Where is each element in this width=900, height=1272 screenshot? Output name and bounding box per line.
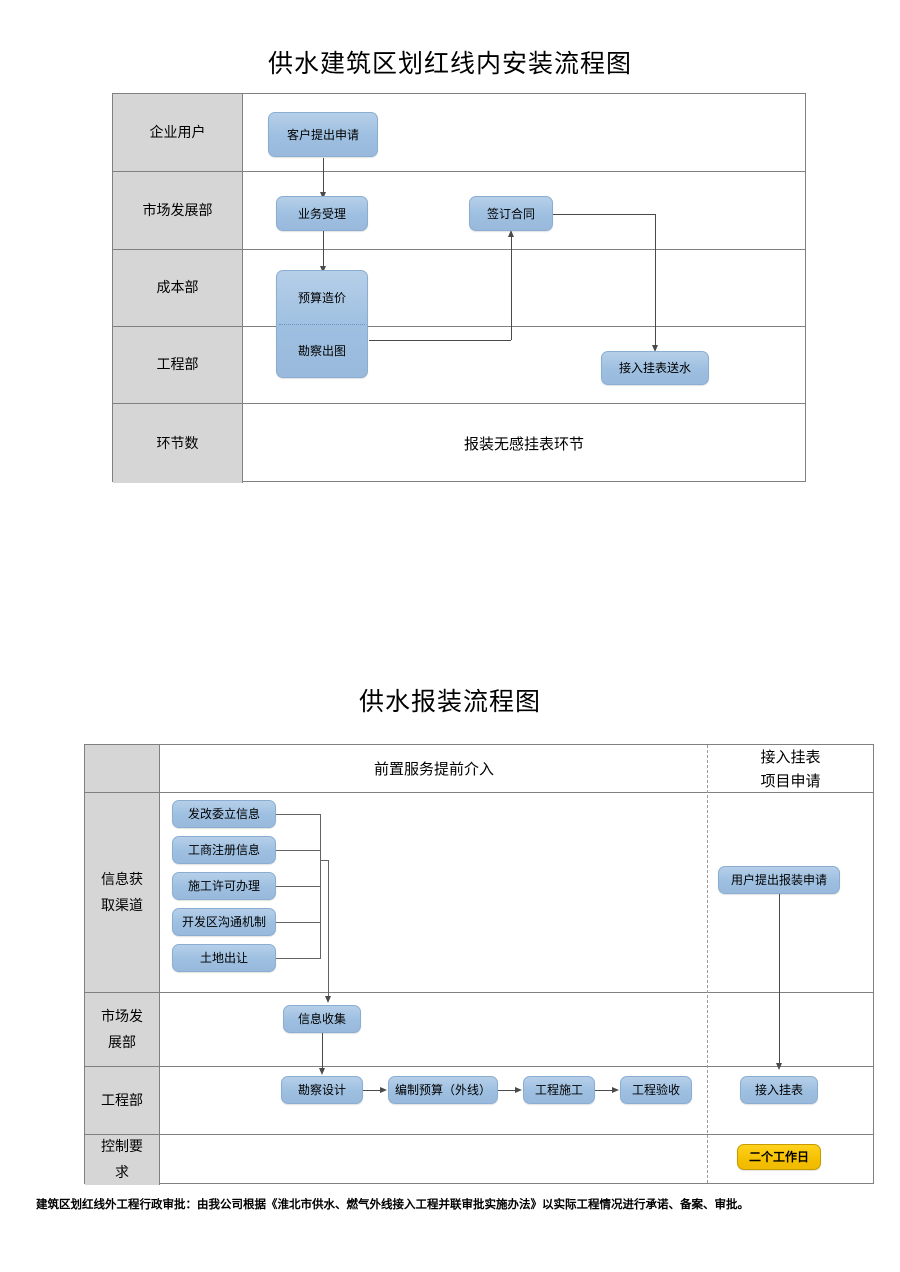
connector-userapply-to-meter (779, 894, 780, 1066)
arrowhead-budget (319, 266, 326, 273)
lane-label-market2: 市场发 展部 (85, 993, 160, 1066)
connector-info3 (276, 886, 320, 887)
lane-label-market2-line2: 展部 (108, 1034, 136, 1051)
lane-label-control-line2: 求 (115, 1165, 129, 1181)
diagram1-title: 供水建筑区划红线内安装流程图 (267, 49, 632, 78)
connector-contract-right (553, 214, 655, 215)
node-budget-and-survey[interactable]: 预算造价 勘察出图 (276, 270, 368, 378)
connector-contract-down (655, 214, 656, 350)
node-survey-label: 勘察出图 (297, 343, 346, 358)
header-connection-line1: 接入挂表 (760, 747, 821, 766)
lane-label-enterprise: 企业用户 (113, 94, 243, 171)
lane-label-market2-line1: 市场发 (101, 1008, 143, 1025)
node-info-collect[interactable]: 信息收集 (283, 1005, 361, 1033)
lane-label-engineering2: 工程部 (85, 1067, 160, 1134)
connector-info-bus (320, 814, 321, 959)
info-source-box-3[interactable]: 施工许可办理 (172, 872, 276, 900)
info-source-box-1[interactable]: 发改委立信息 (172, 800, 276, 828)
lane-label-info: 信息获 取渠道 (85, 793, 160, 992)
node-divider (279, 324, 365, 325)
arrowhead-meter (775, 1063, 782, 1070)
info-source-box-5[interactable]: 土地出让 (172, 944, 276, 972)
arrowhead-collect (324, 996, 331, 1003)
node-connect-meter-water[interactable]: 接入挂表送水 (601, 351, 709, 385)
lane-row-engineering: 工程部 (113, 327, 805, 404)
diagram2-title: 供水报装流程图 (358, 687, 541, 716)
header-cell-preservice: 前置服务提前介入 (373, 759, 494, 778)
lane-label-info-line2: 取渠道 (101, 897, 143, 914)
node-budget-label: 预算造价 (297, 290, 346, 305)
node-sla-two-working-days[interactable]: 二个工作日 (737, 1144, 821, 1170)
arrowhead-construct (515, 1086, 522, 1093)
node-meter-connection[interactable]: 接入挂表 (740, 1076, 818, 1104)
lane-label-control-line1: 控制要 (101, 1139, 143, 1155)
connector-design-estimate (363, 1090, 382, 1091)
arrowhead-contract (507, 230, 514, 237)
connector-collect-to-design (322, 1033, 323, 1071)
node-business-accept[interactable]: 业务受理 (276, 196, 368, 231)
lane-row-engineering2: 工程部 (85, 1067, 873, 1135)
column-divider-dashed (707, 745, 708, 1183)
lane-row-market2: 市场发 展部 (85, 993, 873, 1067)
footer-note: 建筑区划红线外工程行政审批：由我公司根据《淮北市供水、燃气外线接入工程并联审批实… (36, 1197, 749, 1211)
connector-bus-top (320, 860, 328, 861)
steps-summary-text: 报装无感挂表环节 (463, 434, 584, 453)
info-source-box-4[interactable]: 开发区沟通机制 (172, 908, 276, 936)
header-connection-line2: 项目申请 (760, 771, 821, 790)
node-user-apply-connection[interactable]: 用户提出报装申请 (718, 866, 840, 894)
arrowhead-design (318, 1068, 325, 1075)
connector-survey-up (511, 232, 512, 340)
arrowhead-estimate (380, 1086, 387, 1093)
connector-apply-to-accept (323, 158, 324, 194)
connector-bus-down (328, 860, 329, 1000)
lane-row-market: 市场发展部 (113, 172, 805, 250)
info-source-box-2[interactable]: 工商注册信息 (172, 836, 276, 864)
header-cell-connection-apply: 接入挂表 项目申请 (708, 745, 873, 792)
diagram1-table: 企业用户 市场发展部 成本部 工程部 环节数 报装无感挂表环节 (112, 93, 806, 483)
connector-info1 (276, 814, 320, 815)
lane-label-steps: 环节数 (113, 404, 243, 483)
header-cell-empty (85, 745, 160, 792)
node-sign-contract[interactable]: 签订合同 (469, 196, 553, 231)
node-inspection[interactable]: 工程验收 (620, 1076, 692, 1104)
lane-label-engineering: 工程部 (113, 327, 243, 403)
lane-label-info-line1: 信息获 (101, 871, 143, 888)
connector-info2 (276, 850, 320, 851)
arrowhead-connect (651, 345, 658, 352)
connector-estimate-construct (498, 1090, 517, 1091)
connector-info5 (276, 958, 320, 959)
connector-survey-right (369, 340, 511, 341)
connector-info4 (276, 922, 320, 923)
lane-row-steps: 环节数 报装无感挂表环节 (113, 404, 805, 483)
node-estimate-outside[interactable]: 编制预算（外线） (388, 1076, 498, 1104)
node-survey-design[interactable]: 勘察设计 (281, 1076, 363, 1104)
connector-construct-inspect (595, 1090, 614, 1091)
lane-label-control: 控制要 求 (85, 1135, 160, 1185)
node-customer-apply[interactable]: 客户提出申请 (268, 112, 378, 157)
node-construction[interactable]: 工程施工 (523, 1076, 595, 1104)
header-row: 前置服务提前介入 接入挂表 项目申请 (85, 745, 873, 793)
arrowhead-inspect (612, 1086, 619, 1093)
lane-label-market: 市场发展部 (113, 172, 243, 249)
lane-row-control: 控制要 求 (85, 1135, 873, 1185)
lane-row-info: 信息获 取渠道 (85, 793, 873, 993)
lane-row-cost: 成本部 (113, 250, 805, 327)
arrowhead-accept (319, 192, 326, 199)
connector-accept-to-budget (323, 231, 324, 269)
lane-row-enterprise: 企业用户 (113, 94, 805, 172)
lane-label-cost: 成本部 (113, 250, 243, 326)
